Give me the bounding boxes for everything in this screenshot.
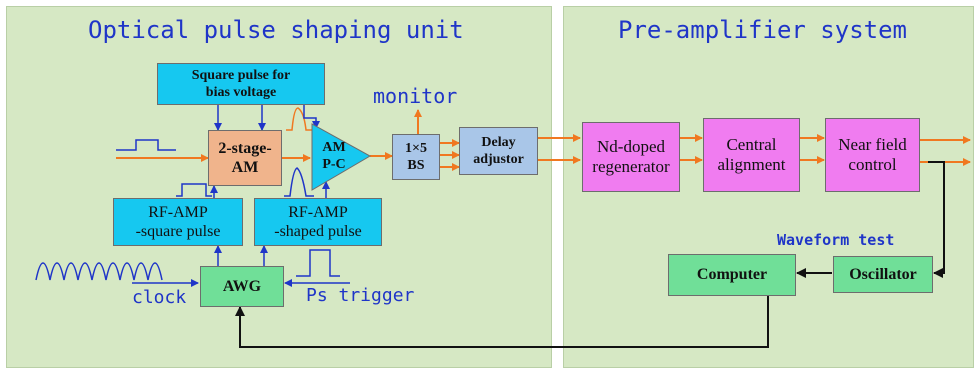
nearfield-to-oscillator-line (928, 161, 945, 278)
awg-box: AWG (200, 266, 284, 307)
two-stage-am-box: 2-stage- AM (208, 130, 282, 186)
rf-amp-shaped-box: RF-AMP -shaped pulse (254, 198, 382, 246)
square-pulse-bias-box: Square pulse for bias voltage (157, 63, 325, 105)
trigger-pulse-waveform (296, 249, 340, 277)
am-pc-label: AM P-C (322, 140, 346, 172)
shaped-pulse-waveform-mid (284, 167, 314, 197)
optical-pulse-shaping-title: Optical pulse shaping unit (88, 16, 464, 44)
central-alignment-box: Central alignment (703, 118, 800, 192)
near-field-control-box: Near field control (825, 118, 920, 192)
computer-to-awg-line (235, 296, 769, 348)
am-pc-triangle (311, 123, 372, 191)
clock-label: clock (132, 287, 187, 308)
oscillator-box: Oscillator (833, 256, 933, 293)
nd-doped-regenerator-box: Nd-doped regenerator (582, 122, 680, 192)
clock-waveform (35, 262, 163, 281)
delay-adjustor-box: Delay adjustor (459, 127, 538, 175)
monitor-label: monitor (373, 84, 458, 108)
input-square-pulse-waveform (116, 139, 176, 151)
beam-splitter-box: 1×5 BS (392, 134, 440, 180)
bias-to-ampc-arrow (303, 104, 320, 129)
computer-box: Computer (668, 254, 796, 296)
pre-amplifier-title: Pre-amplifier system (618, 16, 907, 44)
rf-amp-square-box: RF-AMP -square pulse (113, 198, 243, 246)
ps-trigger-label: Ps trigger (306, 285, 415, 306)
shaped-pulse-waveform-top (286, 107, 312, 131)
waveform-test-label: Waveform test (777, 231, 895, 249)
square-pulse-waveform-mid (176, 183, 212, 197)
